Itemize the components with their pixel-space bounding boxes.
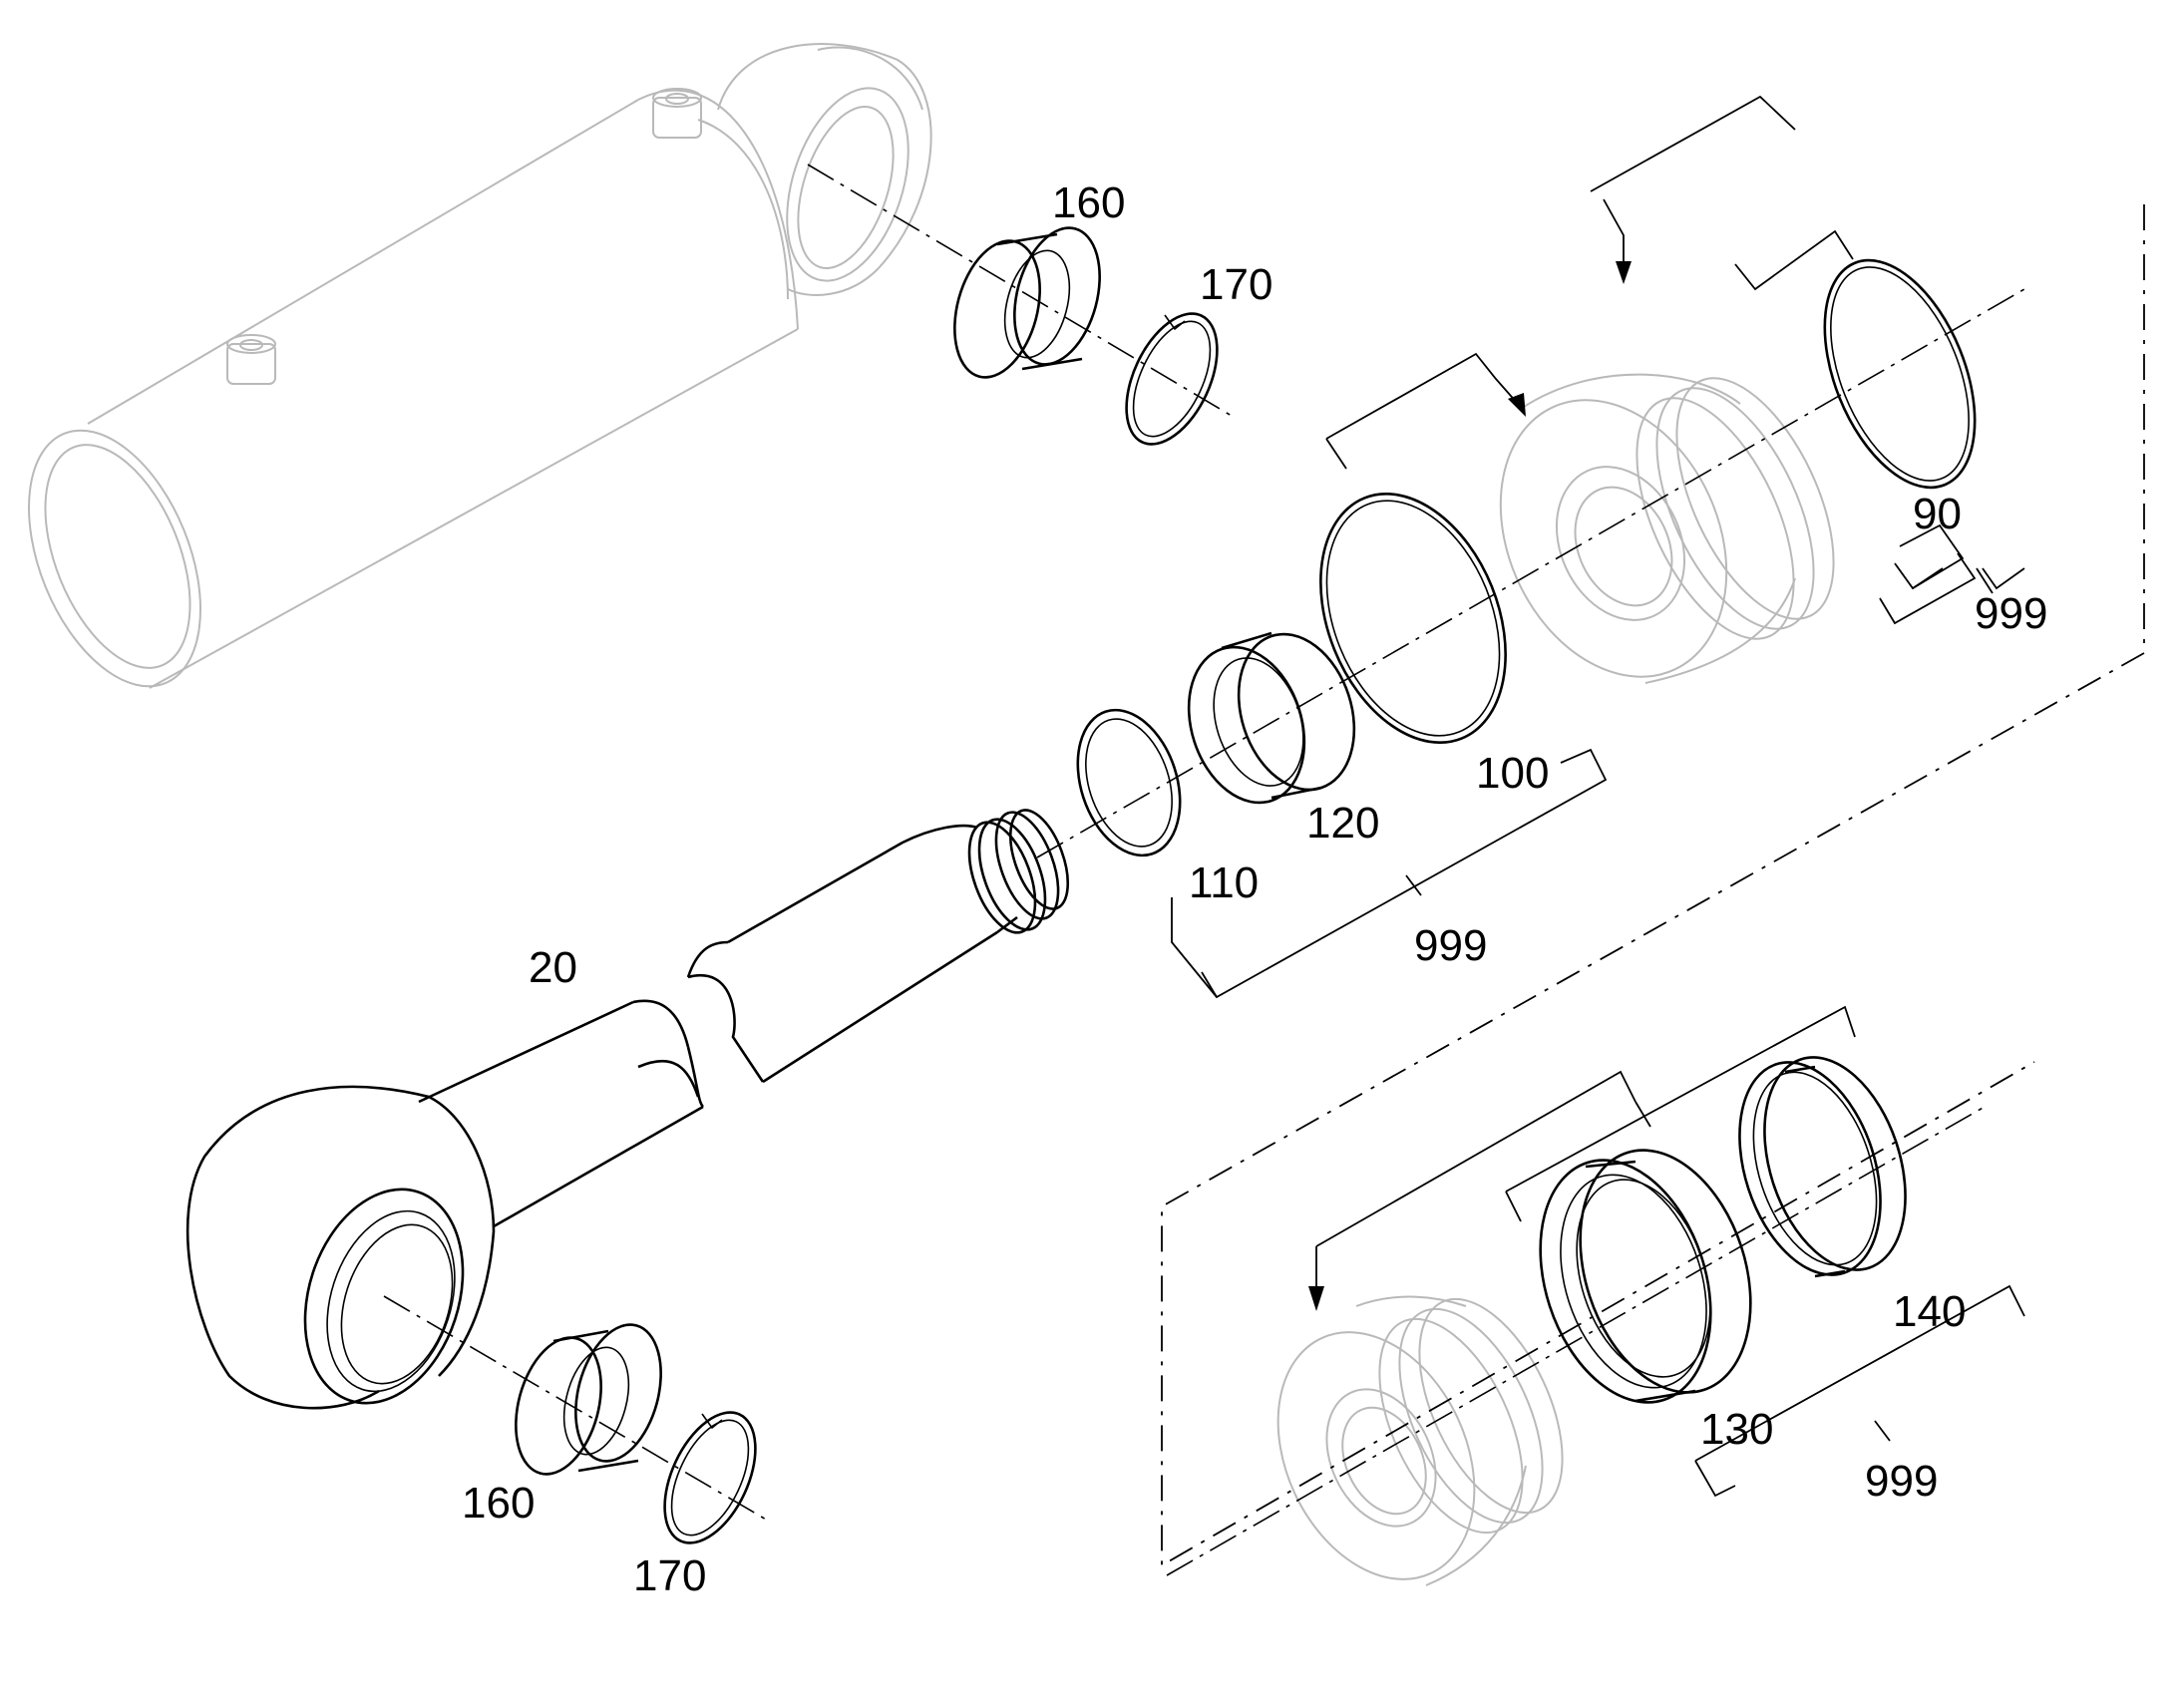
label-999-bottom-right: 999 (1865, 1457, 1938, 1506)
label-100: 100 (1476, 749, 1549, 798)
axis-top-eye (807, 164, 1238, 420)
cylinder-head-guide (1499, 373, 1835, 684)
axis-piston (1166, 1106, 1986, 1576)
piston-rod (185, 809, 1070, 1410)
part-labels: 160 170 90 999 100 120 110 999 20 160 17… (462, 178, 2047, 1600)
axis-bottom-eye (383, 1295, 769, 1522)
label-160-bottom: 160 (462, 1479, 535, 1528)
guide-seal-ring (1823, 258, 1977, 490)
eye-circlip-bottom (663, 1411, 757, 1544)
detail-boundary (1161, 204, 2145, 1567)
piston-guide-ring (1738, 1056, 1907, 1278)
assembly-brackets (1171, 95, 2025, 1498)
label-130: 130 (1700, 1405, 1773, 1454)
piston-seal (1539, 1149, 1752, 1404)
eye-bushing-top (953, 226, 1101, 379)
label-120: 120 (1306, 799, 1379, 848)
axis-rod (1036, 288, 2025, 858)
label-20: 20 (529, 943, 577, 992)
label-170-bottom: 170 (633, 1551, 706, 1600)
label-999-top-right: 999 (1975, 589, 2047, 638)
label-90: 90 (1913, 490, 1962, 538)
label-999-middle: 999 (1414, 921, 1487, 970)
rod-seal (1187, 631, 1356, 805)
head-oring (1319, 493, 1507, 744)
cylinder-barrel (28, 43, 932, 689)
eye-circlip-top (1125, 312, 1219, 446)
label-170-top: 170 (1200, 260, 1272, 309)
label-160-top: 160 (1052, 178, 1125, 227)
rod-wiper (1076, 708, 1182, 857)
piston (1276, 1295, 1564, 1586)
label-110: 110 (1189, 858, 1259, 907)
label-140: 140 (1893, 1287, 1966, 1336)
eye-bushing-bottom (515, 1323, 662, 1476)
